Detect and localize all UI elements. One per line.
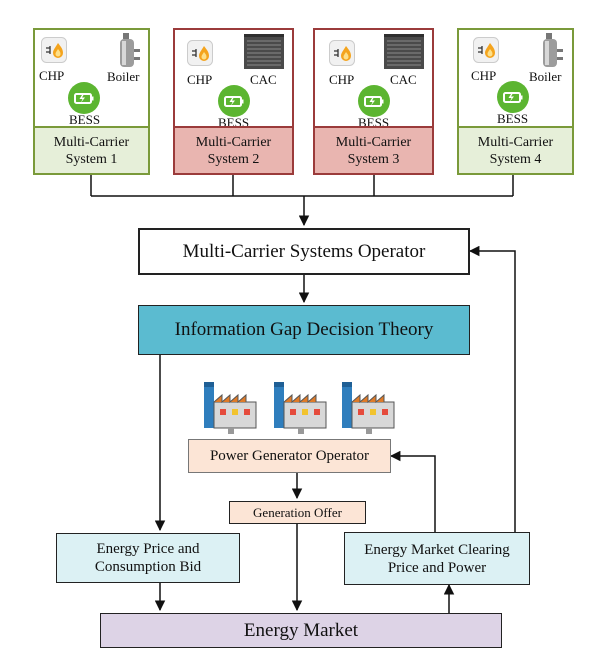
system-title: Multi-Carrier System 4 [459, 126, 572, 173]
battery-icon [358, 85, 390, 117]
energy-market-clearing: Energy Market Clearing Price and Power [344, 532, 530, 585]
power-generator-operator: Power Generator Operator [188, 439, 391, 473]
power-plants-group [200, 378, 400, 434]
multi-carrier-system-4: CHP Boiler BESS Multi-Carrier System 4 [457, 28, 574, 175]
factory-icon [342, 382, 395, 434]
system-title-line1: Multi-Carrier [335, 134, 412, 150]
price-bid-line2: Consumption Bid [94, 559, 202, 575]
system-title-line2: System 4 [489, 151, 542, 167]
generation-offer-label: Generation Offer [253, 504, 342, 520]
device1-label: CHP [39, 68, 65, 83]
system-title-line1: Multi-Carrier [477, 134, 554, 150]
battery-icon [68, 82, 100, 114]
chp-icon [187, 40, 213, 66]
clearing-line1: Energy Market Clearing [364, 541, 510, 558]
storage-label: BESS [497, 111, 529, 126]
energy-price-consumption-bid: Energy Price and Consumption Bid [56, 533, 240, 583]
device1-label: CHP [187, 72, 213, 87]
system-title: Multi-Carrier System 2 [175, 126, 292, 173]
energy-market-label: Energy Market [243, 619, 359, 641]
device1-label: CHP [471, 68, 497, 83]
device2-label: Boiler [529, 69, 562, 84]
system-title: Multi-Carrier System 1 [35, 126, 148, 173]
chp-icon [41, 37, 67, 63]
system-title: Multi-Carrier System 3 [315, 126, 432, 173]
battery-icon [218, 85, 250, 117]
multi-carrier-system-2: CHP CAC BESS Multi-Carrier System 2 [173, 28, 294, 175]
boiler-icon [118, 33, 142, 69]
system-title-line2: System 2 [207, 151, 260, 167]
multi-carrier-systems-operator: Multi-Carrier Systems Operator [138, 228, 470, 275]
information-gap-decision-theory: Information Gap Decision Theory [138, 305, 470, 355]
battery-icon [497, 81, 529, 113]
air-conditioner-icon [383, 34, 425, 70]
system-title-line1: Multi-Carrier [195, 134, 272, 150]
multi-carrier-system-1: CHP Boiler BESS Multi-Carrier System 1 [33, 28, 150, 175]
chp-icon [329, 40, 355, 66]
chp-icon [473, 37, 499, 63]
factory-icon [204, 382, 257, 434]
factory-icon [274, 382, 327, 434]
energy-market: Energy Market [100, 613, 502, 648]
power-generator-label: Power Generator Operator [209, 447, 370, 464]
generation-offer: Generation Offer [229, 501, 366, 524]
clearing-to-generator-arrow [389, 450, 436, 532]
device2-label: Boiler [107, 69, 140, 84]
device2-label: CAC [390, 72, 417, 87]
igdt-label: Information Gap Decision Theory [174, 319, 434, 340]
system-title-line2: System 3 [347, 151, 400, 167]
clearing-line2: Price and Power [387, 559, 487, 576]
boiler-icon [541, 33, 565, 69]
storage-label: BESS [69, 112, 101, 127]
multi-carrier-system-3: CHP CAC BESS Multi-Carrier System 3 [313, 28, 434, 175]
air-conditioner-icon [243, 34, 285, 70]
price-bid-line1: Energy Price and [96, 541, 200, 557]
clearing-to-operator-arrow [468, 245, 516, 532]
system-title-line2: System 1 [65, 151, 118, 167]
device1-label: CHP [329, 72, 355, 87]
system-title-line1: Multi-Carrier [53, 134, 130, 150]
device2-label: CAC [250, 72, 277, 87]
operator-label: Multi-Carrier Systems Operator [182, 240, 426, 262]
